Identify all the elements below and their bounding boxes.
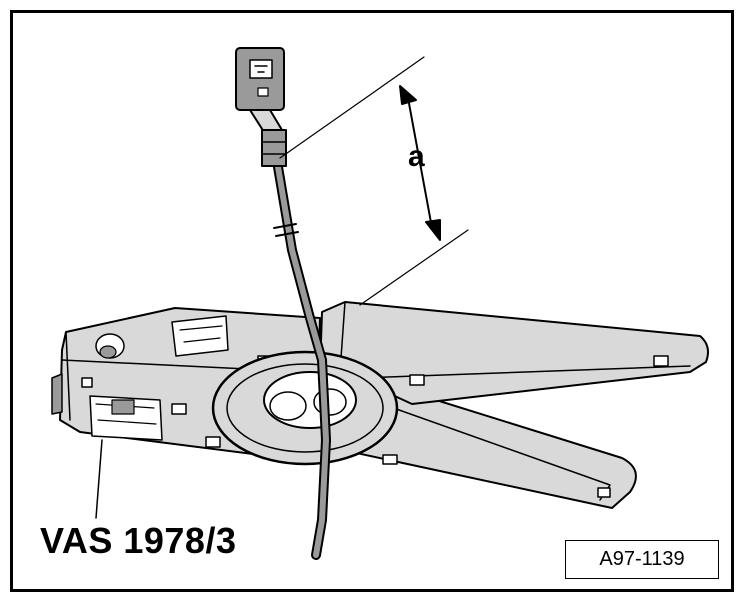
- dimension-line-bottom: [359, 229, 469, 306]
- figure-id-text: A97-1139: [599, 548, 685, 570]
- figure-id-box: A97-1139: [565, 540, 719, 579]
- dimension-line-top: [279, 56, 425, 159]
- tool-label-leader: [95, 439, 103, 519]
- tool-label: VAS 1978/3: [40, 520, 237, 561]
- dimension-label: a: [408, 140, 425, 173]
- connector-plug: [235, 47, 285, 111]
- double-headed-arrow-icon: [399, 85, 441, 241]
